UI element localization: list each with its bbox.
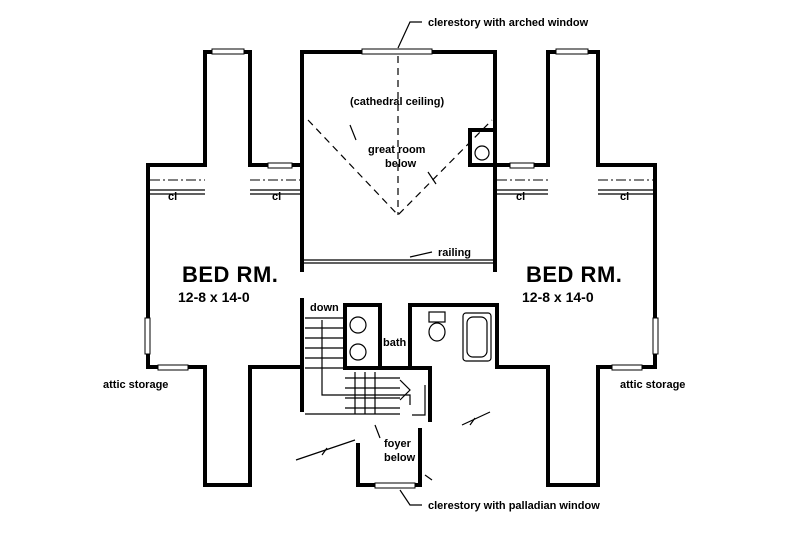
sink-lower bbox=[349, 343, 367, 361]
label-clerestory-palladian: clerestory with palladian window bbox=[428, 500, 600, 512]
leader-lines bbox=[374, 21, 433, 506]
window-right-top bbox=[509, 162, 535, 169]
window-palladian bbox=[374, 482, 416, 489]
right-bedroom-dims: 12-8 x 14-0 bbox=[522, 289, 594, 305]
window-left-side bbox=[144, 317, 151, 355]
sink-upper bbox=[349, 316, 367, 334]
label-closet-1: cl bbox=[168, 191, 177, 203]
label-clerestory-arched: clerestory with arched window bbox=[428, 17, 589, 29]
label-cathedral-ceiling: (cathedral ceiling) bbox=[350, 96, 444, 108]
window-right-bottom bbox=[611, 364, 643, 371]
label-foyer: foyer bbox=[384, 438, 412, 450]
flue-circle bbox=[474, 145, 490, 161]
window-right-side bbox=[652, 317, 659, 355]
label-closet-3: cl bbox=[516, 191, 525, 203]
label-attic-right: attic storage bbox=[620, 379, 685, 391]
left-wing-walls bbox=[144, 48, 302, 487]
window-right-dormer bbox=[555, 48, 589, 55]
label-stair-down: down bbox=[310, 302, 339, 314]
right-bedroom-name: BED RM. bbox=[526, 262, 622, 287]
right-wing-walls bbox=[495, 48, 659, 487]
label-closet-4: cl bbox=[620, 191, 629, 203]
label-foyer-below: below bbox=[384, 452, 416, 464]
label-bath: bath bbox=[383, 337, 407, 349]
label-great-room: great room bbox=[368, 144, 426, 156]
bathtub bbox=[462, 312, 492, 362]
stair-arrow bbox=[399, 379, 411, 401]
window-left-dormer bbox=[211, 48, 245, 55]
window-arched-clerestory bbox=[361, 48, 433, 55]
window-left-top bbox=[267, 162, 293, 169]
label-great-room-below: below bbox=[385, 158, 417, 170]
core-walls bbox=[295, 298, 499, 489]
label-attic-left: attic storage bbox=[103, 379, 168, 391]
great-room-walls bbox=[300, 48, 497, 272]
left-bedroom-dims: 12-8 x 14-0 bbox=[178, 289, 250, 305]
left-bedroom-name: BED RM. bbox=[182, 262, 278, 287]
toilet bbox=[428, 322, 446, 342]
label-closet-2: cl bbox=[272, 191, 281, 203]
label-railing: railing bbox=[438, 247, 471, 259]
window-left-bottom bbox=[157, 364, 189, 371]
